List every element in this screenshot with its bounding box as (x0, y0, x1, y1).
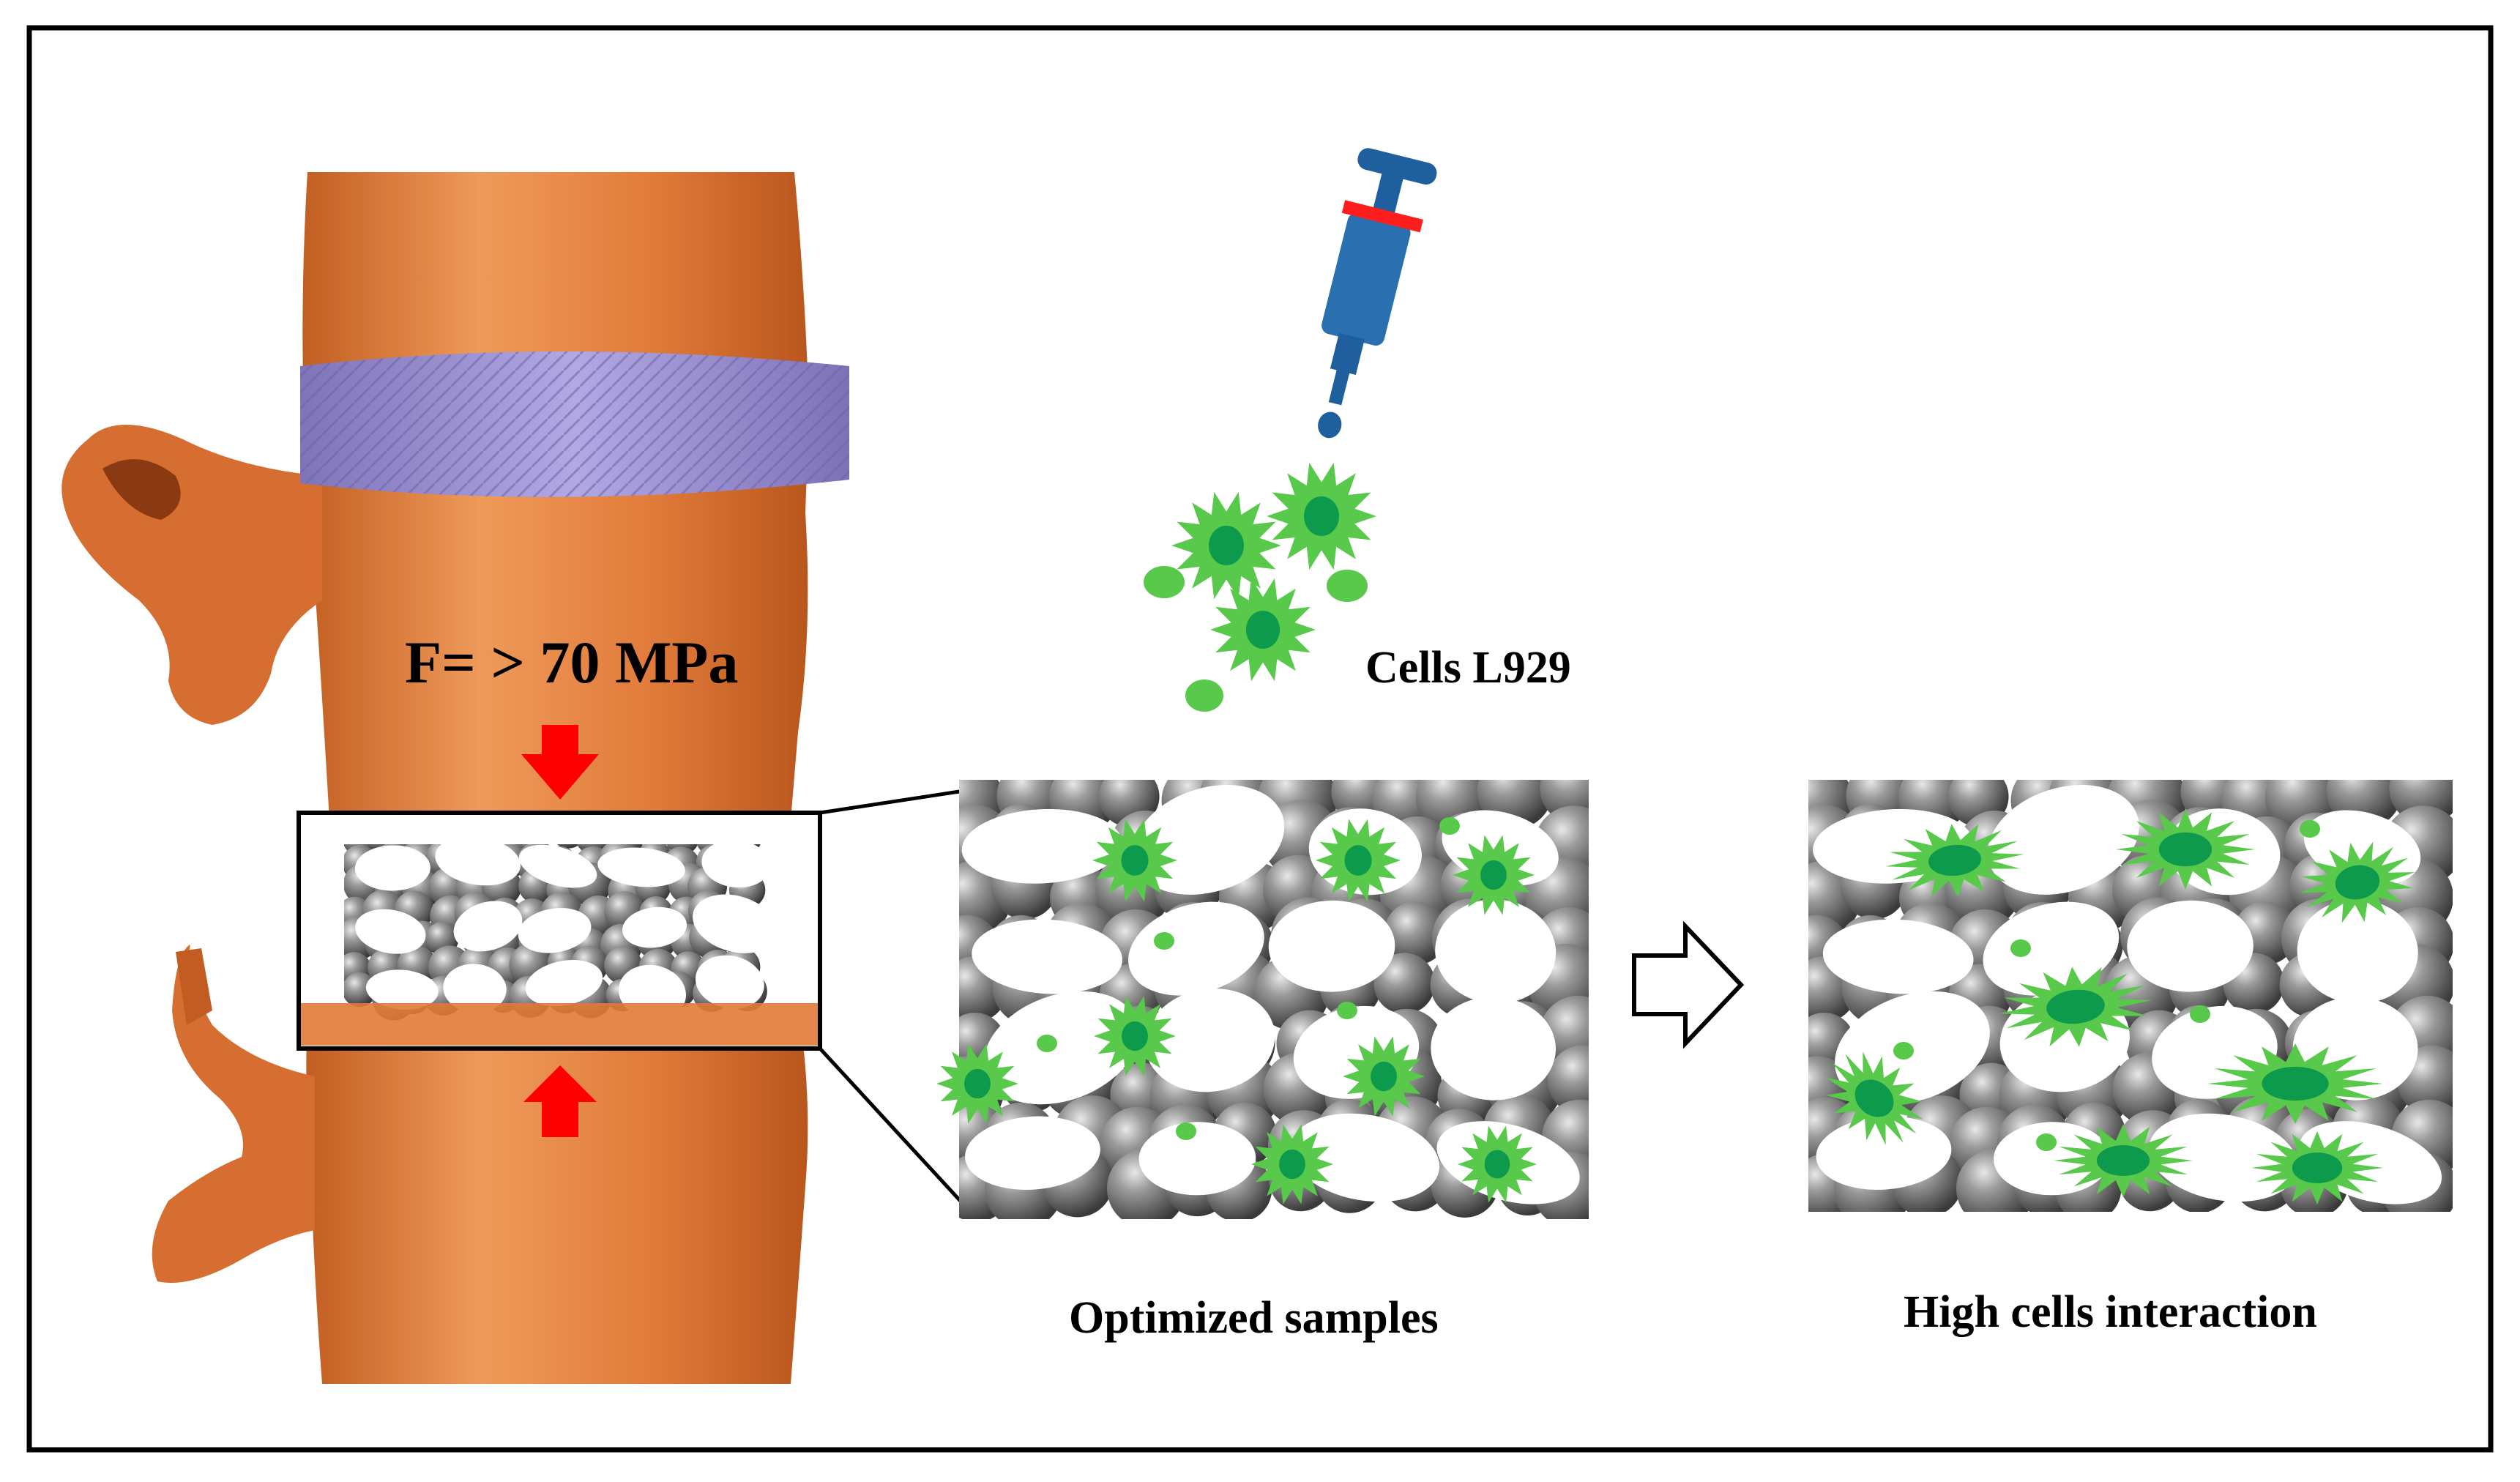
cell-fragment (1327, 570, 1368, 602)
scaffold-pore (355, 909, 426, 954)
scaffold-pore (1138, 1122, 1256, 1196)
spread-cell (1825, 1051, 1923, 1145)
cell-fragment (1439, 817, 1460, 835)
scaffold-pore (972, 919, 1123, 994)
scaffold-pore (518, 844, 597, 888)
cell (1094, 996, 1176, 1076)
scaffold-pore (597, 847, 685, 887)
cell-fragment (2010, 939, 2031, 957)
cell-fragment (1185, 679, 1223, 712)
scaffold-pore (1822, 919, 1974, 994)
scaffold-pore (1988, 784, 2139, 895)
scaffold-pore (1133, 784, 1285, 895)
scaffold-pore (1128, 901, 1264, 996)
spread-cell (1885, 824, 2024, 897)
cell-fragment (2036, 1133, 2057, 1151)
scaffold-pore (453, 901, 523, 952)
cell (1171, 491, 1281, 600)
scaffold-pore (622, 906, 687, 948)
spread-cell (2054, 1124, 2193, 1197)
cell (1458, 1125, 1537, 1203)
cell (1092, 819, 1177, 902)
cell (936, 1043, 1018, 1124)
cell-fragment (2300, 820, 2320, 838)
scaffold-pore (435, 835, 521, 886)
scaffold-pore (1816, 1116, 1952, 1190)
scaffold-pore (525, 959, 603, 1007)
scaffold-pore (365, 969, 439, 1010)
scaffold-sphere (1373, 953, 1436, 1014)
scaffold-pore (443, 964, 507, 1013)
scaffold-pore (2149, 1113, 2298, 1202)
zoom-line-top (819, 787, 974, 815)
zoom-line-bottom (819, 1047, 975, 1217)
red-down-arrow-icon (521, 725, 599, 800)
scaffold-pore (2127, 900, 2254, 992)
scaffold-pore (693, 894, 778, 953)
high-cells-interaction-label: High cells interaction (1904, 1287, 2317, 1337)
scaffold-pore (518, 908, 592, 953)
scaffold-pore (1268, 900, 1395, 992)
scaffold-pore (2297, 899, 2418, 1004)
scaffold-high-cells-interaction (1808, 780, 2453, 1212)
spread-cell (1999, 967, 2152, 1047)
scaffold-pore (961, 808, 1122, 884)
scaffold-pore (1145, 988, 1275, 1092)
scaffold-sphere (1547, 1045, 1589, 1116)
cell (1210, 578, 1316, 682)
scaffold-sphere (1384, 901, 1448, 965)
cell-fragment (1037, 1035, 1057, 1052)
cell-fragment (1176, 1122, 1196, 1140)
cell-fragment (1154, 932, 1174, 950)
scaffold-pore (965, 1116, 1100, 1190)
cell-fragment (1337, 1002, 1357, 1019)
force-label: F= > 70 MPa (405, 629, 739, 696)
cell-fragment (1144, 566, 1185, 598)
spread-cell (2116, 809, 2255, 890)
scaffold-pore (1983, 901, 2120, 996)
cells-on-scaffold-b (1825, 809, 2415, 1204)
cell-fragment (1893, 1042, 1914, 1060)
scaffold-pore (1431, 997, 1556, 1101)
cells-label: Cells L929 (1365, 643, 1571, 693)
scaffold-pore (1435, 899, 1557, 1004)
spread-cell (2251, 1131, 2383, 1204)
cells-on-scaffold-a (936, 817, 1537, 1204)
spine-illustration (61, 172, 849, 1384)
cell (1343, 1036, 1425, 1117)
optimized-samples-label: Optimized samples (1069, 1293, 1439, 1343)
scaffold-pore (701, 839, 771, 888)
scaffold-pore (1290, 1113, 1440, 1202)
cell (1267, 462, 1376, 570)
spread-cell (2300, 841, 2415, 923)
syringe-icon (1318, 148, 1437, 439)
cell (1453, 835, 1535, 915)
scaffold-optimized-samples (959, 780, 1589, 1219)
outer-frame (26, 25, 2494, 1453)
scaffold-pore (695, 955, 764, 1009)
hollow-right-arrow-icon (1632, 920, 1745, 1049)
cell-fragment (2190, 1005, 2210, 1023)
cells-l929-cluster (1144, 462, 1376, 712)
cell (1316, 819, 1401, 902)
scaffold-pore (354, 845, 430, 891)
cell (1251, 1124, 1333, 1204)
spread-cell (2207, 1043, 2383, 1124)
red-up-arrow-icon (523, 1065, 597, 1137)
